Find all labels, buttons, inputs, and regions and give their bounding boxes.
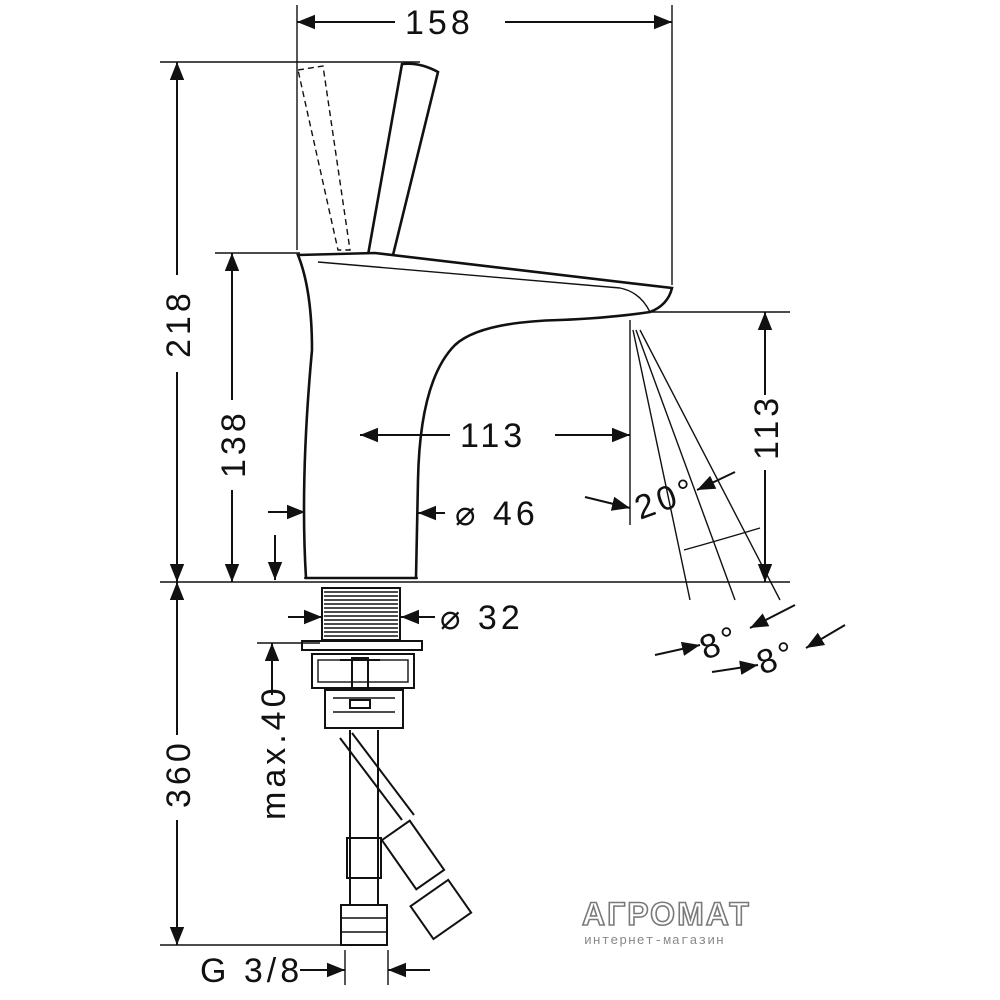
- watermark-subtitle: интернет-магазин: [584, 933, 725, 948]
- watermark: АГРОМАТ интернет-магазин: [581, 895, 751, 948]
- dim-outlet-height: 113: [748, 394, 786, 460]
- dimension-lines: [169, 14, 846, 978]
- dim-body-diameter: ⌀ 46: [455, 495, 539, 533]
- extension-lines: [160, 5, 790, 985]
- dim-spout-reach: 113: [460, 417, 526, 455]
- faucet-body: [296, 251, 674, 580]
- dim-max-thickness: max.40: [255, 685, 293, 821]
- watermark-brand: АГРОМАТ: [582, 896, 751, 932]
- dim-angle-a: 8°: [695, 618, 746, 668]
- lever: [297, 62, 440, 257]
- dim-spray-angle: 20°: [630, 470, 703, 527]
- shank: [301, 587, 423, 729]
- dim-hose-length: 360: [160, 739, 198, 808]
- dim-shank-diameter: ⌀ 32: [440, 599, 524, 637]
- dim-connection: G 3/8: [200, 952, 303, 990]
- spray-lines: [632, 329, 781, 601]
- dim-overall-width: 158: [405, 4, 474, 42]
- dim-spout-height: 138: [215, 409, 253, 478]
- dim-angle-b: 8°: [752, 633, 803, 683]
- dim-overall-height: 218: [160, 289, 198, 358]
- hoses: [339, 730, 473, 946]
